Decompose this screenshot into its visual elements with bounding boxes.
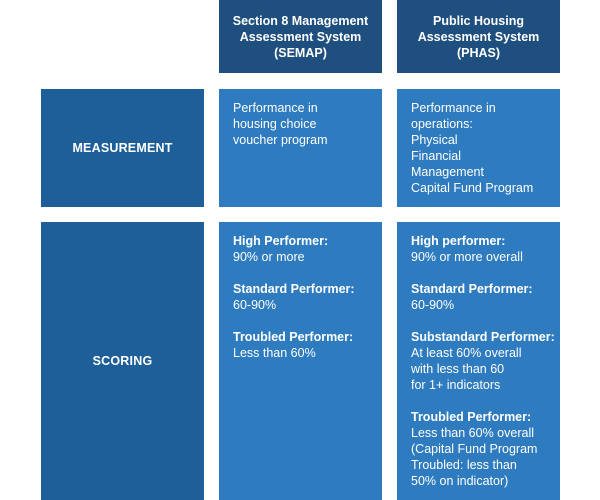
cell-line: housing choice: [233, 117, 317, 131]
spacer: [411, 393, 552, 409]
high-performer-value: 90% or more overall: [411, 250, 523, 264]
troubled-performer-line: Troubled: less than: [411, 458, 517, 472]
standard-performer-title: Standard Performer:: [233, 282, 355, 296]
high-performer-title: High Performer:: [233, 234, 329, 248]
scoring-label-text: SCORING: [92, 354, 153, 368]
spacer: [411, 313, 552, 329]
measurement-label-text: MEASUREMENT: [72, 141, 173, 155]
semap-header-line: Section 8 Management: [232, 13, 369, 28]
spacer: [233, 265, 374, 281]
standard-performer-title: Standard Performer:: [411, 282, 533, 296]
semap-header-line: (SEMAP): [274, 45, 327, 60]
substandard-performer-line: At least 60% overall: [411, 346, 522, 360]
measurement-row-label: MEASUREMENT: [41, 89, 204, 207]
phas-header-line: Public Housing: [433, 13, 524, 28]
scoring-semap-cell: High Performer: 90% or more Standard Per…: [219, 222, 382, 500]
standard-performer-value: 60-90%: [233, 298, 277, 312]
troubled-performer-title: Troubled Performer:: [233, 330, 354, 344]
cell-line: Financial: [411, 149, 462, 163]
standard-performer-value: 60-90%: [411, 298, 455, 312]
high-performer-title: High performer:: [411, 234, 506, 248]
cell-line: Management: [411, 165, 484, 179]
troubled-performer-title: Troubled Performer:: [411, 410, 532, 424]
spacer: [411, 265, 552, 281]
measurement-semap-cell: Performance in housing choice voucher pr…: [219, 89, 382, 207]
troubled-performer-value: Less than 60%: [233, 346, 316, 360]
troubled-performer-line: Less than 60% overall: [411, 426, 534, 440]
cell-line: Physical: [411, 133, 458, 147]
semap-column-header: Section 8 Management Assessment System (…: [219, 0, 382, 73]
cell-line: Performance in: [233, 101, 318, 115]
substandard-performer-line: for 1+ indicators: [411, 378, 501, 392]
spacer: [233, 313, 374, 329]
semap-header-line: Assessment System: [239, 29, 362, 44]
troubled-performer-line: (Capital Fund Program: [411, 442, 538, 456]
cell-line: Capital Fund Program: [411, 181, 534, 195]
phas-header-line: Assessment System: [417, 29, 540, 44]
phas-header-line: (PHAS): [456, 45, 501, 60]
troubled-performer-line: 50% on indicator): [411, 474, 509, 488]
substandard-performer-title: Substandard Performer:: [411, 330, 555, 344]
high-performer-value: 90% or more: [233, 250, 305, 264]
scoring-phas-cell: High performer: 90% or more overall Stan…: [397, 222, 560, 500]
cell-line: voucher program: [233, 133, 328, 147]
scoring-row-label: SCORING: [41, 222, 204, 500]
measurement-phas-cell: Performance in operations: Physical Fina…: [397, 89, 560, 207]
cell-line: operations:: [411, 117, 473, 131]
cell-line: Performance in: [411, 101, 496, 115]
phas-column-header: Public Housing Assessment System (PHAS): [397, 0, 560, 73]
substandard-performer-line: with less than 60: [411, 362, 505, 376]
